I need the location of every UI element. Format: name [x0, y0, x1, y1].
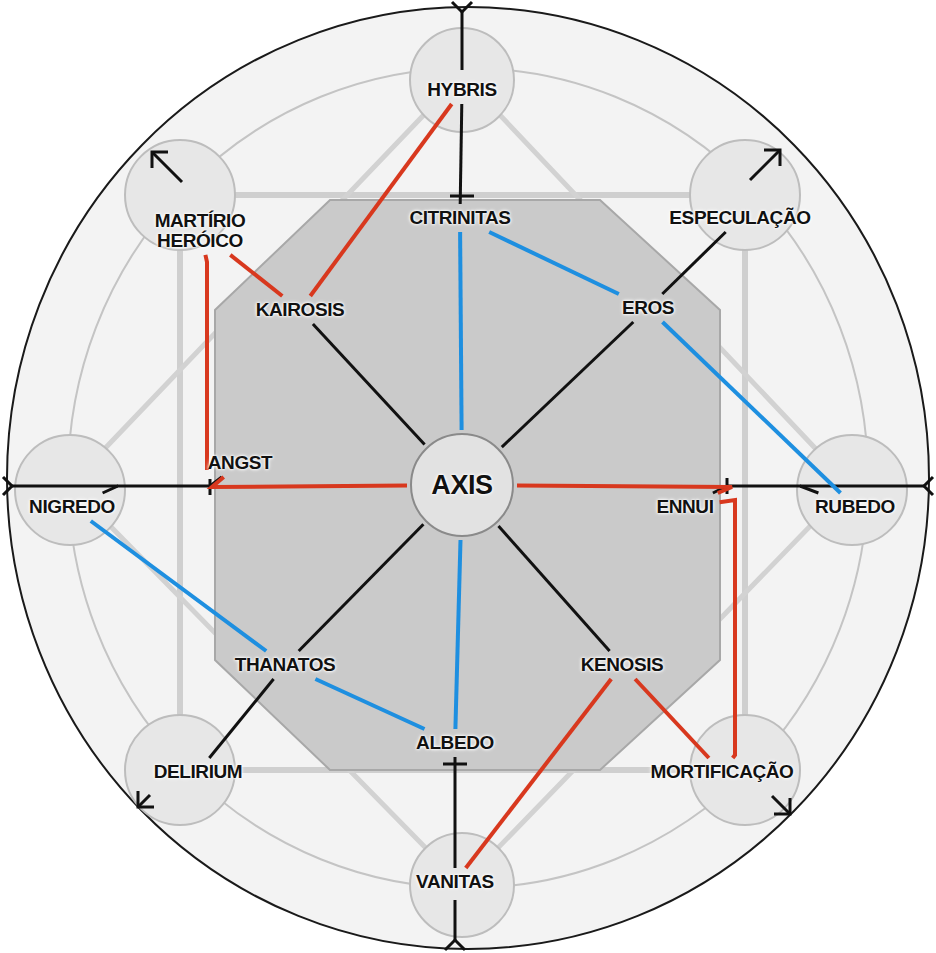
- connector: [460, 232, 462, 430]
- inner-ring: [68, 68, 868, 888]
- label-text: RUBEDO: [815, 497, 895, 517]
- fork-tail: [924, 477, 933, 495]
- connector: [454, 757, 457, 868]
- stage-label: VANITAS: [413, 871, 497, 893]
- connector: [299, 524, 424, 651]
- connector: [502, 322, 634, 447]
- arrowhead: [152, 152, 168, 168]
- connector: [635, 679, 709, 758]
- connector: [460, 104, 462, 204]
- connector: [205, 255, 207, 470]
- connector: [313, 324, 425, 445]
- label-text: MARTÍRIO HERÓICO: [141, 211, 259, 251]
- label-text: KAIROSIS: [256, 300, 345, 320]
- label-text: ALBEDO: [416, 733, 494, 753]
- axis-extension: [461, 12, 464, 70]
- diagonal-arrow: [152, 152, 182, 182]
- center-circle: AXIS: [410, 433, 514, 537]
- label-text: ENNUI: [656, 497, 713, 517]
- arrowhead: [764, 150, 780, 166]
- label-text: ANGST: [208, 453, 273, 473]
- connector: [517, 485, 732, 493]
- square-band: [180, 195, 745, 770]
- diagonal-arrow: [750, 150, 780, 180]
- label-text: ESPECULAÇÃO: [669, 208, 810, 228]
- label-text: THANATOS: [235, 655, 336, 675]
- axis-extension: [12, 485, 118, 488]
- label-text: VANITAS: [416, 872, 494, 892]
- fork-tail: [452, 2, 472, 12]
- stage-label: ANGST: [205, 452, 276, 474]
- stage-label: KAIROSIS: [253, 299, 348, 321]
- connector: [91, 521, 266, 651]
- connector: [315, 679, 424, 729]
- label-text: CITRINITAS: [409, 208, 510, 228]
- stage-label: MORTIFICAÇÃO: [648, 761, 797, 783]
- stage-label: RUBEDO: [812, 496, 898, 518]
- stage-label: HYBRIS: [424, 79, 499, 101]
- arrowhead: [774, 798, 790, 814]
- stage-label: ALBEDO: [413, 732, 497, 754]
- outer-markers: [3, 2, 933, 950]
- diamond-band: [70, 75, 850, 885]
- stage-label: DELIRIUM: [151, 761, 246, 783]
- t-bar: [450, 195, 474, 198]
- axis-extension: [800, 485, 924, 488]
- element-circles: [15, 28, 907, 937]
- fork-tail: [3, 477, 12, 495]
- connector: [662, 232, 725, 294]
- label-text: AXIS: [431, 471, 492, 499]
- connector: [310, 104, 451, 296]
- connector: [663, 322, 841, 493]
- element-circle: [410, 833, 514, 937]
- stage-label: MARTÍRIO HERÓICO: [138, 210, 262, 252]
- stage-label: ESPECULAÇÃO: [666, 207, 813, 229]
- label-text: NIGREDO: [29, 497, 115, 517]
- stage-label: NIGREDO: [26, 496, 118, 518]
- connector: [455, 540, 460, 729]
- connector: [209, 679, 273, 758]
- element-circle: [690, 140, 800, 250]
- diagonal-arrow: [772, 796, 790, 814]
- fork-tail: [445, 940, 465, 950]
- label-text: HYBRIS: [427, 80, 496, 100]
- connector: [230, 255, 282, 296]
- connector: [499, 526, 610, 651]
- connector: [720, 500, 735, 758]
- label-text: MORTIFICAÇÃO: [651, 762, 794, 782]
- connector: [466, 679, 611, 868]
- label-text: DELIRIUM: [154, 762, 243, 782]
- diagonal-arrow: [138, 795, 150, 807]
- stage-label: ENNUI: [653, 496, 716, 518]
- stage-label: EROS: [619, 297, 677, 319]
- connector: [103, 477, 222, 493]
- connector: [489, 232, 619, 294]
- stage-label: THANATOS: [232, 654, 339, 676]
- axis-extension: [454, 900, 457, 940]
- connector: [212, 477, 407, 487]
- arrowhead: [138, 791, 154, 807]
- outer-circle: [7, 7, 929, 949]
- label-text: EROS: [622, 298, 674, 318]
- stage-label: KENOSIS: [578, 654, 667, 676]
- stage-label: CITRINITAS: [406, 207, 513, 229]
- label-text: KENOSIS: [581, 655, 664, 675]
